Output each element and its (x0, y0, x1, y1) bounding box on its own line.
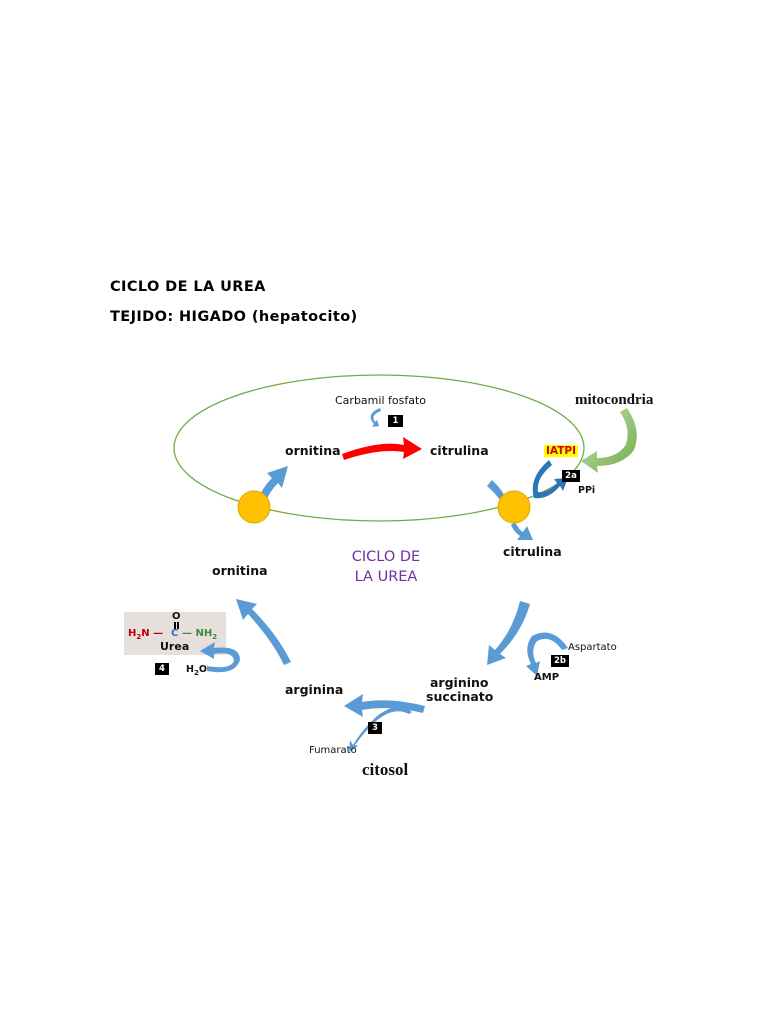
arrow-citrulina-argininosuccinato (487, 601, 530, 665)
atp-ppi-curl (532, 460, 568, 499)
arginina-label: arginina (285, 682, 344, 697)
diagram-title: CICLO DE LA UREA (110, 279, 266, 295)
aspartato-label: Aspartato (568, 642, 617, 653)
mitochondria-pointer-arrow (581, 408, 637, 473)
urea-name: Urea (160, 640, 190, 653)
citrulina-mito-label: citrulina (430, 443, 489, 458)
red-arrow-ornitina-citrulina (342, 437, 422, 460)
amp-label: AMP (534, 672, 560, 683)
h2o-urea-curl (200, 642, 240, 673)
center-label-line1: CICLO DE (351, 549, 421, 565)
arrow-to-citrulina-cyto (511, 522, 533, 540)
arrow-to-ornitina-mito (258, 466, 288, 502)
cytosol-label: citosol (362, 760, 409, 779)
step-1-badge: 1 (388, 415, 403, 427)
arrow-arginina-ornitina (236, 599, 291, 665)
arrow-argininosuccinato-arginina (344, 694, 425, 717)
step-2b-badge: 2b (551, 655, 569, 667)
atp-label: IATPI (544, 445, 579, 457)
ornitina-cyto-label: ornitina (212, 563, 268, 578)
carbamil-curl-icon (370, 408, 381, 427)
center-cycle-label: CICLO DE LA UREA (344, 547, 428, 587)
step-4-badge: 4 (155, 663, 169, 675)
step-3-badge: 3 (368, 722, 382, 734)
ppi-label: PPi (578, 485, 596, 496)
tissue-label: TEJIDO: HIGADO (hepatocito) (110, 309, 358, 325)
mitochondria-membrane (173, 374, 585, 522)
step-2a-badge: 2a (562, 470, 580, 482)
carbamil-fosfato-label: Carbamil fosfato (335, 394, 426, 407)
fumarato-curve (349, 707, 412, 752)
argininosuccinato-line2: succinato (426, 689, 494, 704)
argininosuccinato-line1: arginino (430, 675, 489, 690)
center-label-line2: LA UREA (354, 569, 418, 585)
urea-oxygen: O (172, 611, 181, 622)
transporter-right (497, 490, 531, 524)
mitochondria-label: mitocondria (575, 392, 654, 408)
urea-carbon: C (171, 628, 179, 639)
citrulina-cyto-label: citrulina (503, 544, 562, 559)
transporter-left (237, 490, 271, 524)
urea-nh2: — NH2 (182, 628, 218, 641)
ornitina-mito-label: ornitina (285, 443, 341, 458)
urea-h2n: H2N — (128, 628, 164, 641)
h2o-label: H2O (186, 664, 207, 677)
fumarato-label: Fumarato (309, 745, 357, 756)
urea-double-bond (174, 622, 176, 629)
aspartato-amp-curl (526, 632, 568, 676)
